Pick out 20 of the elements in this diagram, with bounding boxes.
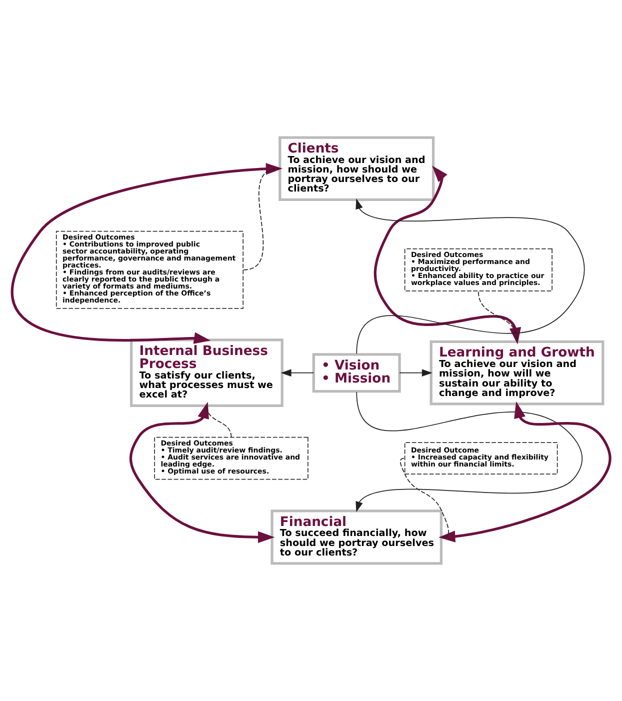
arrow	[129, 402, 275, 543]
connector	[478, 291, 518, 341]
node-box: Desired Outcomes • Timely audit/review findings. • Audit services are innovative and leading edge. • Optimal use of resources.	[154, 436, 308, 480]
node-box: Clients To achieve our vision and mission, how should we portray ourselves to our clients?	[278, 136, 435, 202]
arrow	[11, 163, 283, 344]
arrow	[438, 401, 612, 542]
connector	[206, 405, 232, 438]
connector	[243, 168, 280, 270]
node-box: Internal Business Process To satisfy our clients, what processes must we excel at?	[130, 338, 284, 408]
arrow	[374, 166, 522, 344]
node-box: • Vision • Mission	[312, 353, 401, 393]
arrow	[399, 369, 432, 377]
node-box: Desired Outcomes • Maximized performance and productivity. • Enhanced ability to practice our workplace values and principles.	[404, 248, 552, 292]
arrow	[356, 198, 585, 354]
node-box: Desired Outcome • Increased capacity and flexibility within our financial limits.	[404, 442, 558, 475]
arrow	[356, 392, 583, 512]
arrow	[280, 369, 314, 377]
node-box: Financial To succeed financially, how should we portray ourselves to our clients?	[270, 510, 442, 565]
node-box: Desired Outcomes • Contributions to improved public sector accountability, operating performance, governance and management practices. • Findings from our audits/reviews are clearly reported to the public through a variety of formats and mediums. • Enhanced perception of the Office’s independence.	[56, 230, 244, 309]
node-box: Learning and Growth To achieve our vision and mission, how will we sustain our ability to change and improve?	[430, 340, 604, 406]
